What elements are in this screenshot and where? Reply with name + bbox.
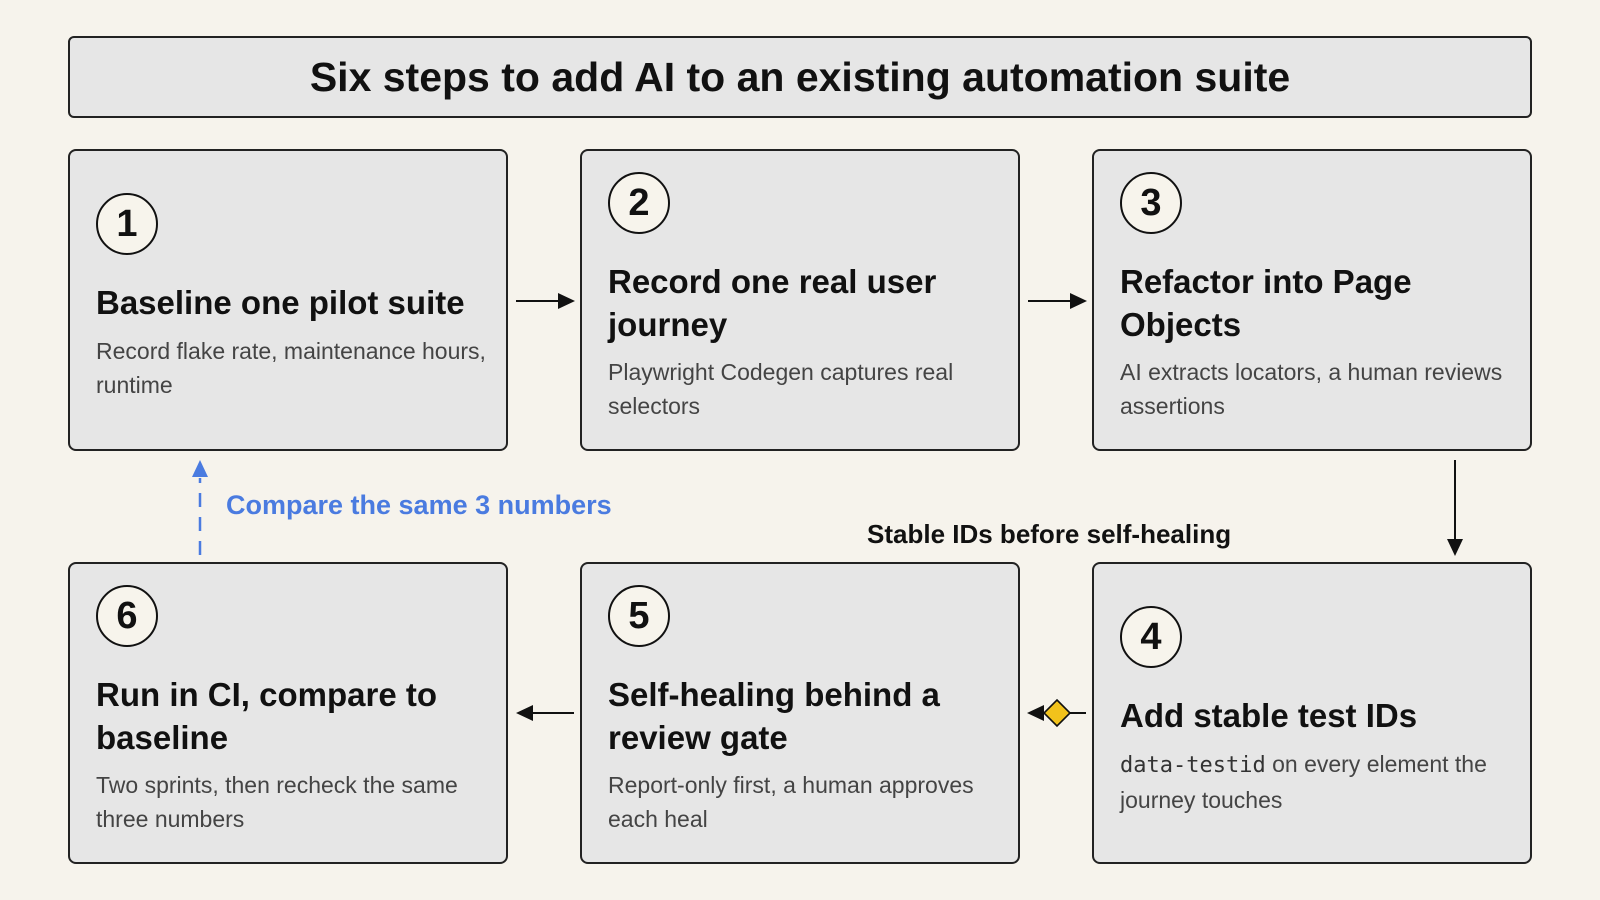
step-title: Run in CI, compare to baseline [96,676,438,756]
step-title: Baseline one pilot suite [96,284,465,321]
arrow-loop-step6-to-step1 [192,460,208,555]
step-title: Refactor into Page Objects [1120,263,1412,343]
step-description: Record flake rate, maintenance hours, ru… [96,338,486,398]
step-card-4: 4 Add stable test IDs data-testid on eve… [1092,562,1532,864]
gate-note-label: Stable IDs before self-healing [867,519,1232,549]
step-number-badge: 5 [608,585,670,647]
step-card-2: 2 Record one real user journey Playwrigh… [580,149,1020,451]
arrow-step1-to-step2 [516,293,575,309]
step-description: Playwright Codegen captures real selecto… [608,359,954,419]
code-snippet: data-testid [1120,753,1266,778]
step-title: Add stable test IDs [1120,697,1418,734]
loop-back-label: Compare the same 3 numbers [226,490,612,520]
step-number-badge: 6 [96,585,158,647]
step-number-badge: 3 [1120,172,1182,234]
step-card-5: 5 Self-healing behind a review gate Repo… [580,562,1020,864]
step-description: AI extracts locators, a human reviews as… [1120,359,1503,419]
step-card-6: 6 Run in CI, compare to baseline Two spr… [68,562,508,864]
arrow-step5-to-step6 [516,705,574,721]
arrow-step4-to-step5-gate [1027,698,1086,728]
arrow-step2-to-step3 [1028,293,1087,309]
step-description-text: on every element the journey touches [1120,751,1487,813]
step-description: Two sprints, then recheck the same three… [96,772,458,832]
step-description: Report-only first, a human approves each… [608,772,974,832]
arrow-step3-to-step4 [1447,460,1463,556]
step-number-badge: 1 [96,193,158,255]
step-card-1: 1 Baseline one pilot suite Record flake … [68,149,508,451]
diagram-title: Six steps to add AI to an existing autom… [309,53,1291,100]
step-title: Record one real user journey [608,263,937,343]
step-number-badge: 2 [608,172,670,234]
step-title: Self-healing behind a review gate [608,676,940,756]
step-description: data-testid on every element the journey… [1120,747,1510,817]
step-card-3: 3 Refactor into Page Objects AI extracts… [1092,149,1532,451]
title-banner: Six steps to add AI to an existing autom… [68,36,1532,118]
gate-diamond-icon [1042,698,1072,728]
step-number-badge: 4 [1120,606,1182,668]
